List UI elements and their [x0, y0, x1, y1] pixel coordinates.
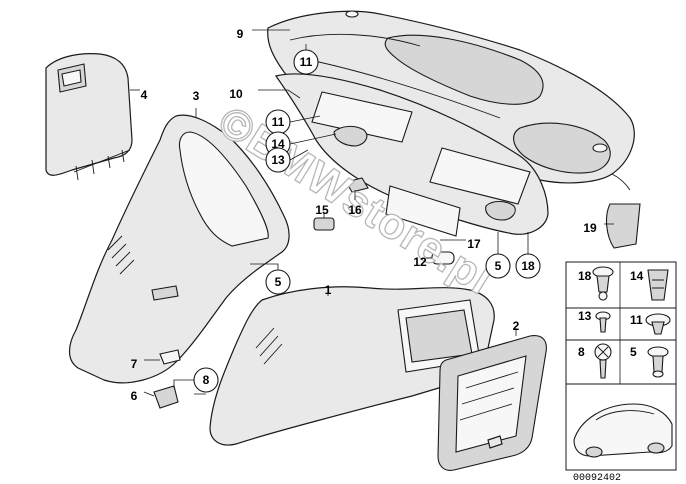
callout-2: 2 — [513, 319, 520, 333]
callout-label: 12 — [413, 255, 427, 269]
clip-icon — [645, 313, 671, 335]
part-9-shelf-cover — [267, 10, 635, 191]
callout-17: 17 — [467, 237, 481, 251]
callout-5-circled: 5 — [265, 269, 291, 295]
callout-label: 14 — [271, 137, 285, 151]
callout-6: 6 — [131, 389, 138, 403]
callout-label: 16 — [348, 203, 362, 217]
part-16-clip — [345, 177, 369, 193]
screw-long-icon — [594, 343, 612, 379]
callout-label: 8 — [203, 373, 210, 387]
part-4-side-cover — [45, 53, 133, 181]
callout-8-circled: 8 — [193, 367, 219, 393]
legend-labels: 18 14 13 11 8 5 — [578, 269, 644, 359]
callout-label: 2 — [513, 319, 520, 333]
legend-number-5: 5 — [630, 345, 637, 359]
part-10-shelf-panel — [275, 73, 549, 235]
callout-label: 11 — [300, 55, 313, 69]
document-number: 00092402 — [573, 473, 621, 484]
push-rivet-icon — [592, 266, 614, 301]
plug-rivet-icon — [647, 346, 669, 378]
callout-label: 3 — [193, 89, 200, 103]
fastener-legend: 18 14 13 11 8 5 — [565, 261, 677, 471]
callout-ring — [515, 253, 541, 279]
callout-11-circled: 11 — [293, 49, 319, 75]
callout-19: 19 — [583, 221, 597, 235]
callout-label: 7 — [131, 357, 138, 371]
callout-15: 15 — [315, 203, 329, 217]
callout-label: 6 — [131, 389, 138, 403]
callout-7: 7 — [131, 357, 138, 371]
screw-short-icon — [595, 311, 611, 333]
callout-1: 1 — [325, 283, 332, 297]
callout-ring — [193, 367, 219, 393]
callout-ring — [265, 147, 291, 173]
legend-number-8: 8 — [578, 345, 585, 359]
callout-label: 15 — [315, 203, 329, 217]
callout-label: 11 — [272, 115, 285, 129]
callout-label: 1 — [325, 283, 332, 297]
callout-11-circled: 11 — [265, 109, 291, 135]
callout-ring — [293, 49, 319, 75]
callout-label: 9 — [237, 27, 244, 41]
callout-13-circled: 13 — [265, 147, 291, 173]
part-6-clip — [153, 385, 179, 409]
legend-number-18: 18 — [578, 269, 592, 283]
car-thumbnail-icon — [573, 403, 673, 458]
legend-number-13: 13 — [578, 309, 592, 323]
callout-label: 18 — [521, 259, 535, 273]
part-19-bracket — [605, 203, 641, 249]
callout-label: 13 — [271, 153, 285, 167]
callout-18-circled: 18 — [515, 253, 541, 279]
part-15-cap — [313, 217, 335, 231]
callout-label: 10 — [229, 87, 243, 101]
part-1-main-side-trim — [209, 286, 495, 446]
callout-label: 4 — [141, 88, 148, 102]
callout-label: 17 — [467, 237, 481, 251]
callout-label: 19 — [583, 221, 597, 235]
callout-4: 4 — [141, 88, 148, 102]
callout-12: 12 — [413, 255, 427, 269]
part-2-frame — [437, 335, 547, 471]
callout-3: 3 — [193, 89, 200, 103]
callout-10: 10 — [229, 87, 243, 101]
part-7-tab — [159, 349, 181, 365]
legend-number-11: 11 — [630, 313, 643, 327]
legend-number-14: 14 — [630, 269, 644, 283]
expanding-nut-icon — [647, 269, 669, 301]
part-17-strip — [385, 185, 461, 237]
callout-ring — [485, 253, 511, 279]
callout-16: 16 — [348, 203, 362, 217]
callout-label: 5 — [495, 259, 502, 273]
callout-label: 5 — [275, 275, 282, 289]
callout-9: 9 — [237, 27, 244, 41]
callout-ring — [265, 269, 291, 295]
callout-5-circled: 5 — [485, 253, 511, 279]
part-3-left-side-trim — [68, 114, 290, 384]
